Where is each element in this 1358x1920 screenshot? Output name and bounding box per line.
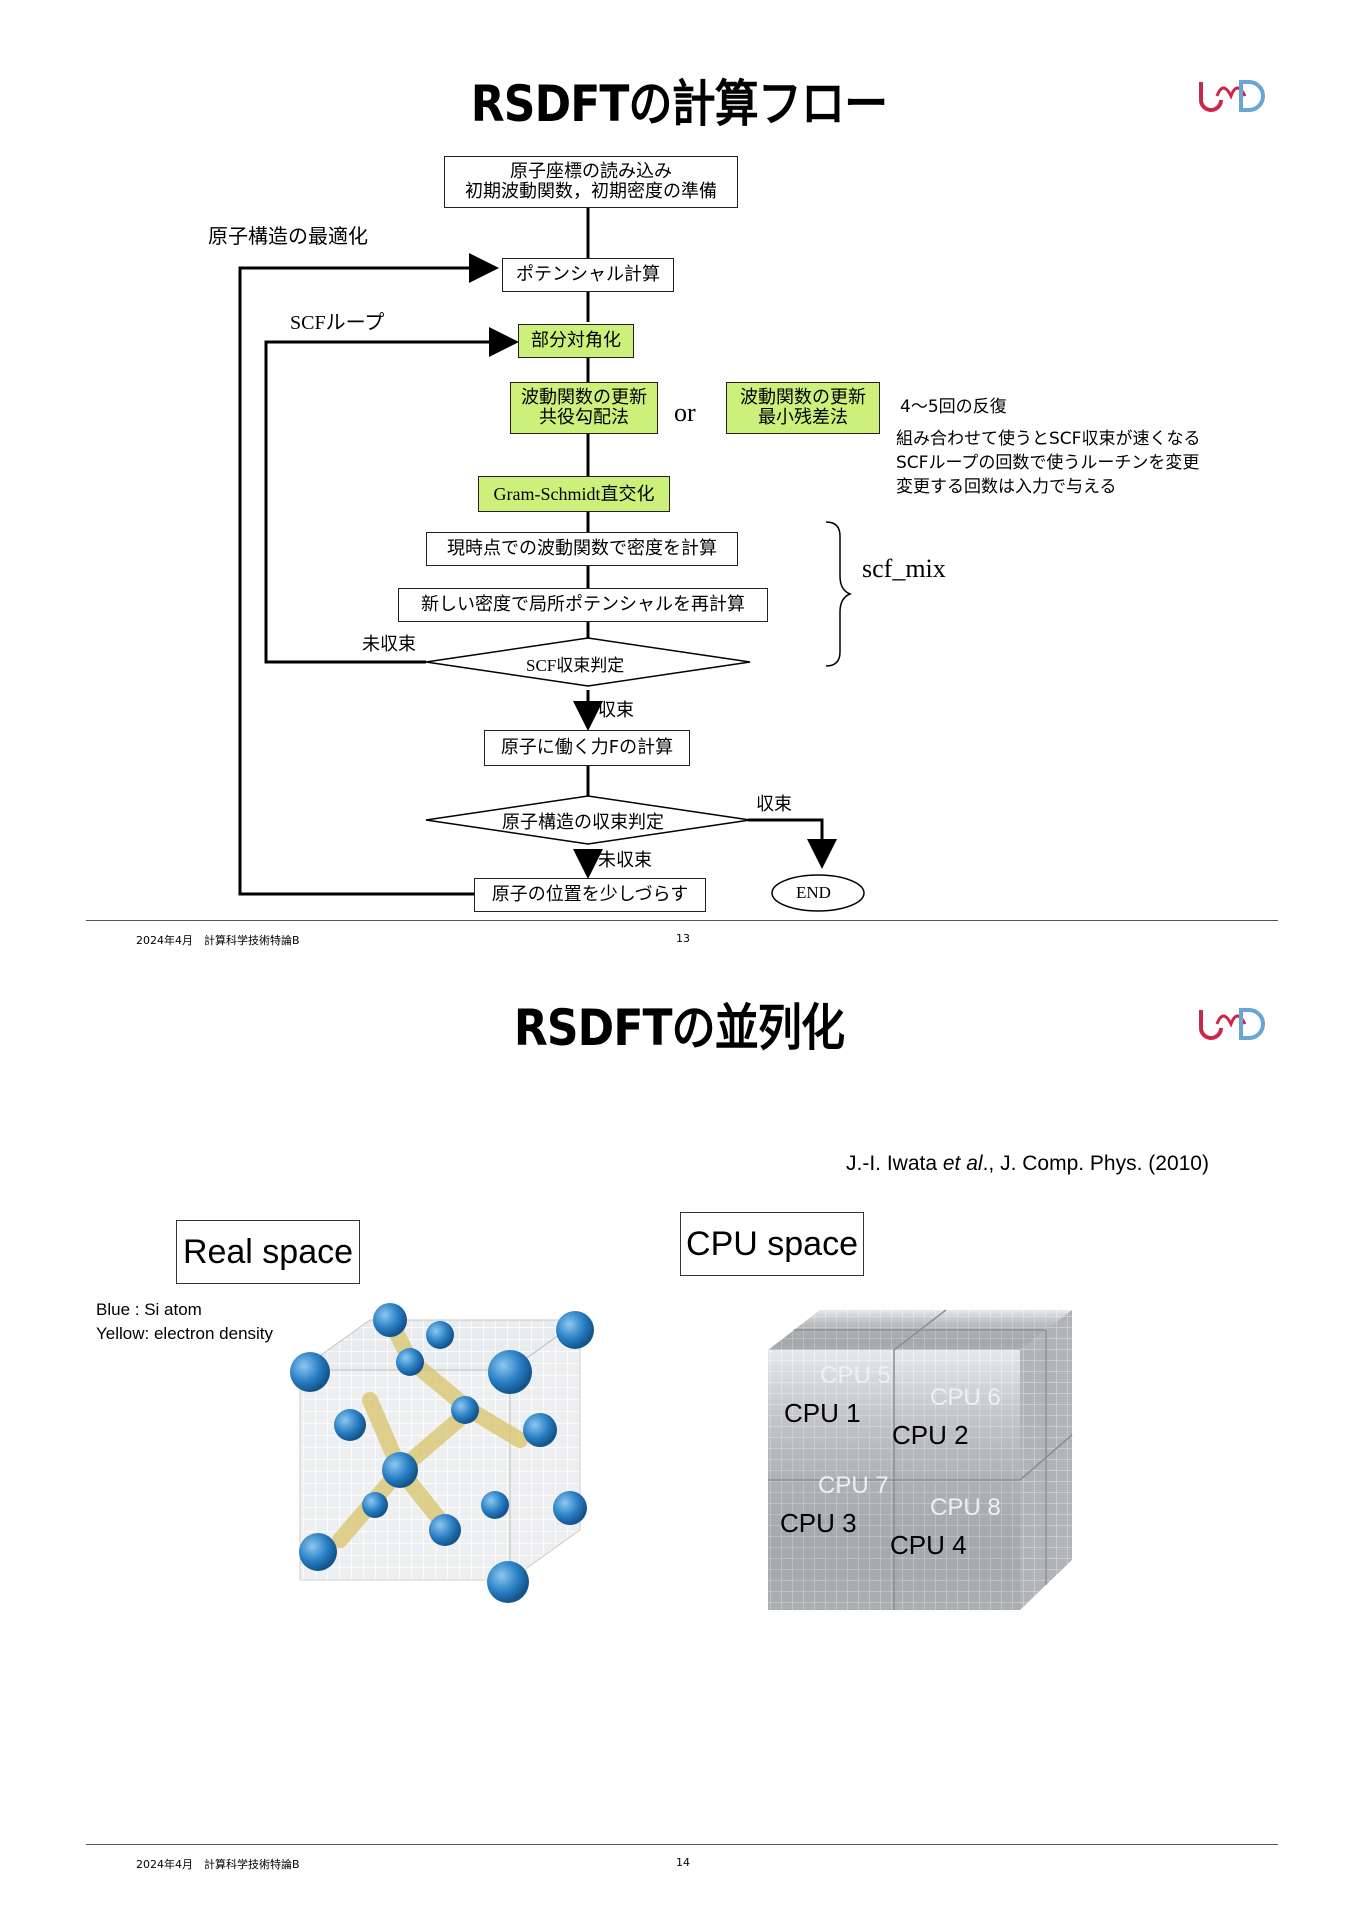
footer-rule bbox=[86, 1844, 1278, 1845]
struct-judge-label: 原子構造の収束判定 bbox=[502, 812, 664, 833]
cg-line-1: 波動関数の更新 bbox=[521, 387, 647, 408]
newpot-box: 新しい密度で局所ポテンシャルを再計算 bbox=[398, 588, 768, 622]
cg-box: 波動関数の更新 共役勾配法 bbox=[510, 382, 658, 434]
citation-authors: J.-I. Iwata bbox=[846, 1152, 943, 1175]
slide-title: RSDFTの計算フロー bbox=[470, 75, 888, 133]
footer-date: 2024年4月 計算科学技術特論B bbox=[136, 1858, 300, 1871]
cpu-space-label: CPU space bbox=[680, 1212, 864, 1276]
opt-loop-label: 原子構造の最適化 bbox=[208, 224, 368, 248]
end-ellipse bbox=[771, 874, 865, 912]
newpot-label: 新しい密度で局所ポテンシャルを再計算 bbox=[421, 594, 745, 615]
cpu-space-text: CPU space bbox=[686, 1224, 858, 1263]
cpu-3-label: CPU 3 bbox=[780, 1508, 857, 1538]
not-converged-label-2: 未収束 bbox=[598, 850, 652, 871]
page-number: 14 bbox=[676, 1856, 690, 1869]
force-label: 原子に働く力Fの計算 bbox=[500, 737, 674, 758]
cpu-1-label: CPU 1 bbox=[784, 1398, 861, 1428]
density-box: 現時点での波動関数で密度を計算 bbox=[426, 532, 738, 566]
init-line-1: 原子座標の読み込み bbox=[510, 161, 672, 182]
scf-mix-label: scf_mix bbox=[862, 554, 946, 583]
shift-box: 原子の位置を少しづらす bbox=[474, 878, 706, 912]
struct-judge-diamond bbox=[425, 795, 751, 845]
force-box: 原子に働く力Fの計算 bbox=[484, 730, 690, 766]
page-number: 13 bbox=[676, 932, 690, 945]
potential-label: ポテンシャル計算 bbox=[516, 264, 660, 285]
jmd-logo bbox=[1199, 80, 1265, 112]
cpu-4-label: CPU 4 bbox=[890, 1530, 967, 1560]
gram-schmidt-label: Gram-Schmidt直交化 bbox=[493, 484, 655, 504]
footer-rule bbox=[86, 920, 1278, 921]
real-space-label: Real space bbox=[176, 1220, 360, 1284]
init-line-2: 初期波動関数，初期密度の準備 bbox=[465, 181, 717, 202]
rmm-line-1: 波動関数の更新 bbox=[740, 387, 866, 408]
scf-judge-label: SCF収束判定 bbox=[526, 656, 625, 675]
cpu-7-label: CPU 7 bbox=[818, 1472, 889, 1499]
density-label: 現時点での波動関数で密度を計算 bbox=[447, 538, 717, 559]
cpu-8-label: CPU 8 bbox=[930, 1494, 1001, 1521]
citation: J.-I. Iwata et al., J. Comp. Phys. (2010… bbox=[846, 1152, 1209, 1176]
slide-title: RSDFTの並列化 bbox=[513, 999, 845, 1057]
cpu-space-cube bbox=[768, 1309, 1073, 1610]
scf-judge-diamond bbox=[425, 637, 751, 687]
jmd-logo bbox=[1199, 1008, 1265, 1040]
potential-box: ポテンシャル計算 bbox=[502, 258, 674, 292]
scf-loop-label: SCFループ bbox=[290, 312, 385, 334]
real-space-text: Real space bbox=[182, 1232, 354, 1271]
citation-journal: ., J. Comp. Phys. (2010) bbox=[982, 1152, 1209, 1175]
subspace-label: 部分対角化 bbox=[531, 330, 621, 351]
converged-label-2: 収束 bbox=[756, 794, 792, 815]
rmm-box: 波動関数の更新 最小残差法 bbox=[726, 382, 880, 434]
real-space-cube bbox=[290, 1303, 594, 1603]
flow-connectors bbox=[238, 208, 865, 912]
gram-schmidt-box: Gram-Schmidt直交化 bbox=[478, 476, 670, 512]
cpu-5-label: CPU 5 bbox=[820, 1362, 891, 1389]
cpu-6-label: CPU 6 bbox=[930, 1384, 1001, 1411]
shift-label: 原子の位置を少しづらす bbox=[491, 884, 689, 905]
iteration-label: 4〜5回の反復 bbox=[900, 397, 1007, 417]
footer-date: 2024年4月 計算科学技術特論B bbox=[136, 934, 300, 947]
init-box: 原子座標の読み込み 初期波動関数，初期密度の準備 bbox=[444, 156, 738, 208]
not-converged-label-1: 未収束 bbox=[362, 634, 416, 655]
cg-line-2: 共役勾配法 bbox=[539, 407, 629, 428]
citation-etal: et al bbox=[942, 1152, 983, 1175]
si-atoms bbox=[290, 1303, 594, 1603]
or-label: or bbox=[674, 398, 696, 427]
note-line-1: 組み合わせて使うとSCF収束が速くなる bbox=[896, 429, 1201, 449]
note-line-2: SCFループの回数で使うルーチンを変更 bbox=[896, 453, 1200, 473]
cpu-2-label: CPU 2 bbox=[892, 1420, 969, 1450]
subspace-box: 部分対角化 bbox=[518, 324, 634, 358]
legend-line-1: Blue : Si atom bbox=[96, 1300, 202, 1319]
rmm-line-2: 最小残差法 bbox=[758, 407, 848, 428]
legend-line-2: Yellow: electron density bbox=[96, 1324, 274, 1343]
note-line-3: 変更する回数は入力で与える bbox=[896, 477, 1117, 497]
converged-label-1: 収束 bbox=[598, 700, 634, 721]
end-label: END bbox=[796, 883, 831, 902]
